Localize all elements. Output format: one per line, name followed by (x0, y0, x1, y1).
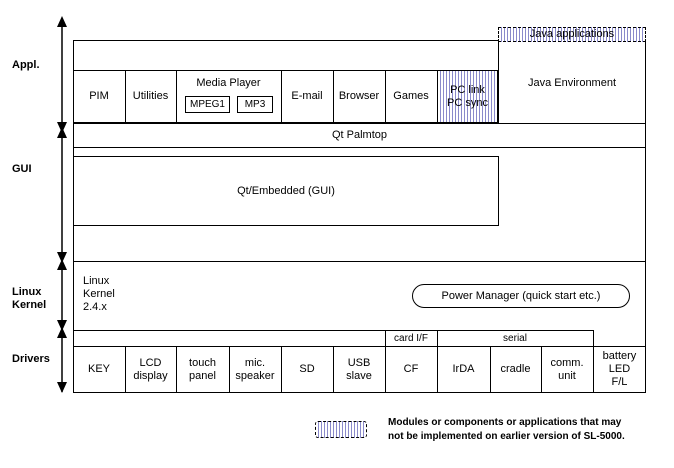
app-pim: PIM (89, 90, 109, 102)
layer-label-gui: GUI (12, 163, 32, 175)
linux-kernel-version: Linux Kernel 2.4.x (83, 275, 115, 313)
driver-mic-speaker: mic. speaker (235, 356, 275, 382)
card-if-label: card I/F (394, 332, 428, 344)
legend-swatch (315, 421, 367, 438)
qt-palmtop: Qt Palmtop (331, 128, 388, 141)
app-games: Games (393, 90, 429, 102)
driver-usb-slave: USB slave (346, 356, 372, 382)
app-utilities: Utilities (132, 90, 169, 102)
app-browser: Browser (338, 90, 380, 102)
power-manager: Power Manager (quick start etc.) (412, 284, 630, 308)
app-row (73, 70, 498, 123)
driver-lcd-display: LCD display (133, 356, 168, 382)
app-mp3: MP3 (237, 96, 273, 113)
qt-embedded-box (73, 156, 499, 226)
driver-cf: CF (403, 363, 419, 375)
driver-irda: IrDA (452, 363, 475, 375)
app-media-player: Media Player (196, 77, 261, 89)
java-applications-label: Java applications (529, 28, 615, 40)
driver-comm-unit: comm. unit (550, 356, 584, 382)
stack-frame (73, 40, 646, 393)
app-mpeg1: MPEG1 (185, 96, 230, 113)
driver-cradle: cradle (500, 363, 531, 375)
app-email: E-mail (291, 90, 323, 102)
app-pc-link: PC link PC sync (447, 83, 488, 109)
legend-text: Modules or components or applications th… (388, 417, 625, 442)
qt-embedded: Qt/Embedded (GUI) (237, 184, 335, 197)
app-java-environment: Java Environment (527, 77, 617, 89)
serial-label: serial (503, 332, 527, 344)
layer-label-drivers: Drivers (12, 353, 50, 365)
driver-battery-led: battery LED F/L (602, 350, 637, 388)
pc-link-hatch (438, 71, 497, 122)
layer-label-linux-kernel: Linux Kernel (12, 286, 47, 311)
driver-sd: SD (299, 363, 315, 375)
java-applications-box (498, 27, 646, 42)
driver-key: KEY (87, 363, 110, 375)
driver-touch-panel: touch panel (189, 356, 216, 382)
layer-label-appl: Appl. (12, 59, 40, 71)
